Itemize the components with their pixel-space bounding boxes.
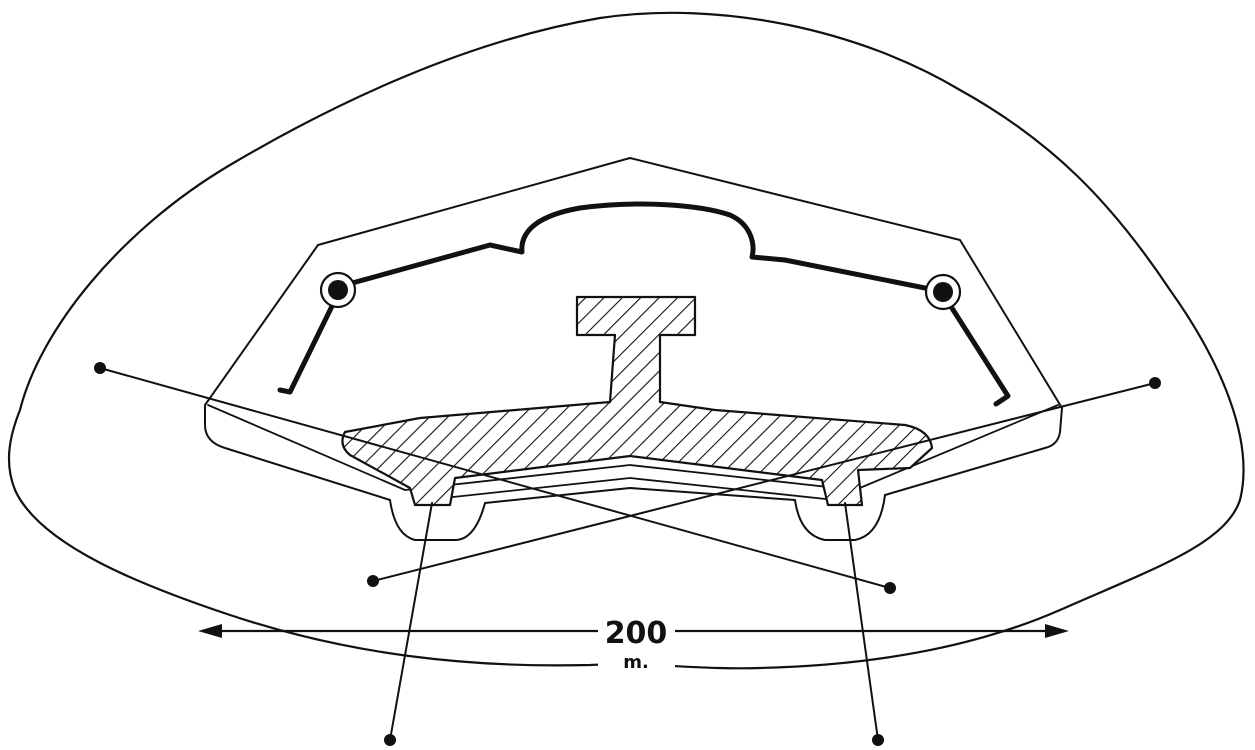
- line-of-fire-1: [94, 362, 896, 594]
- arrow-left-icon: [198, 624, 222, 638]
- fort-outer-contour: [204, 157, 1063, 541]
- line-of-fire-4: [844, 502, 884, 746]
- inner-wall: [277, 201, 1011, 407]
- line-of-fire-3: [384, 502, 433, 746]
- rampart-lower-line: [424, 477, 836, 501]
- left-tower-icon: [319, 271, 357, 309]
- endpoint-dot: [94, 362, 106, 374]
- scale-unit: m.: [623, 652, 649, 673]
- endpoint-dot: [884, 582, 896, 594]
- scale-bar: 200 m.: [198, 612, 1069, 673]
- line-of-fire-2: [367, 377, 1161, 587]
- endpoint-dot: [1149, 377, 1161, 389]
- right-tower-icon: [924, 273, 962, 311]
- endpoint-dot: [384, 734, 396, 746]
- hatched-traverse: [341, 295, 934, 507]
- rampart-inner-line: [207, 404, 1059, 491]
- endpoint-dot: [367, 575, 379, 587]
- arrow-right-icon: [1045, 624, 1069, 638]
- scale-value: 200: [605, 616, 668, 651]
- endpoint-dot: [872, 734, 884, 746]
